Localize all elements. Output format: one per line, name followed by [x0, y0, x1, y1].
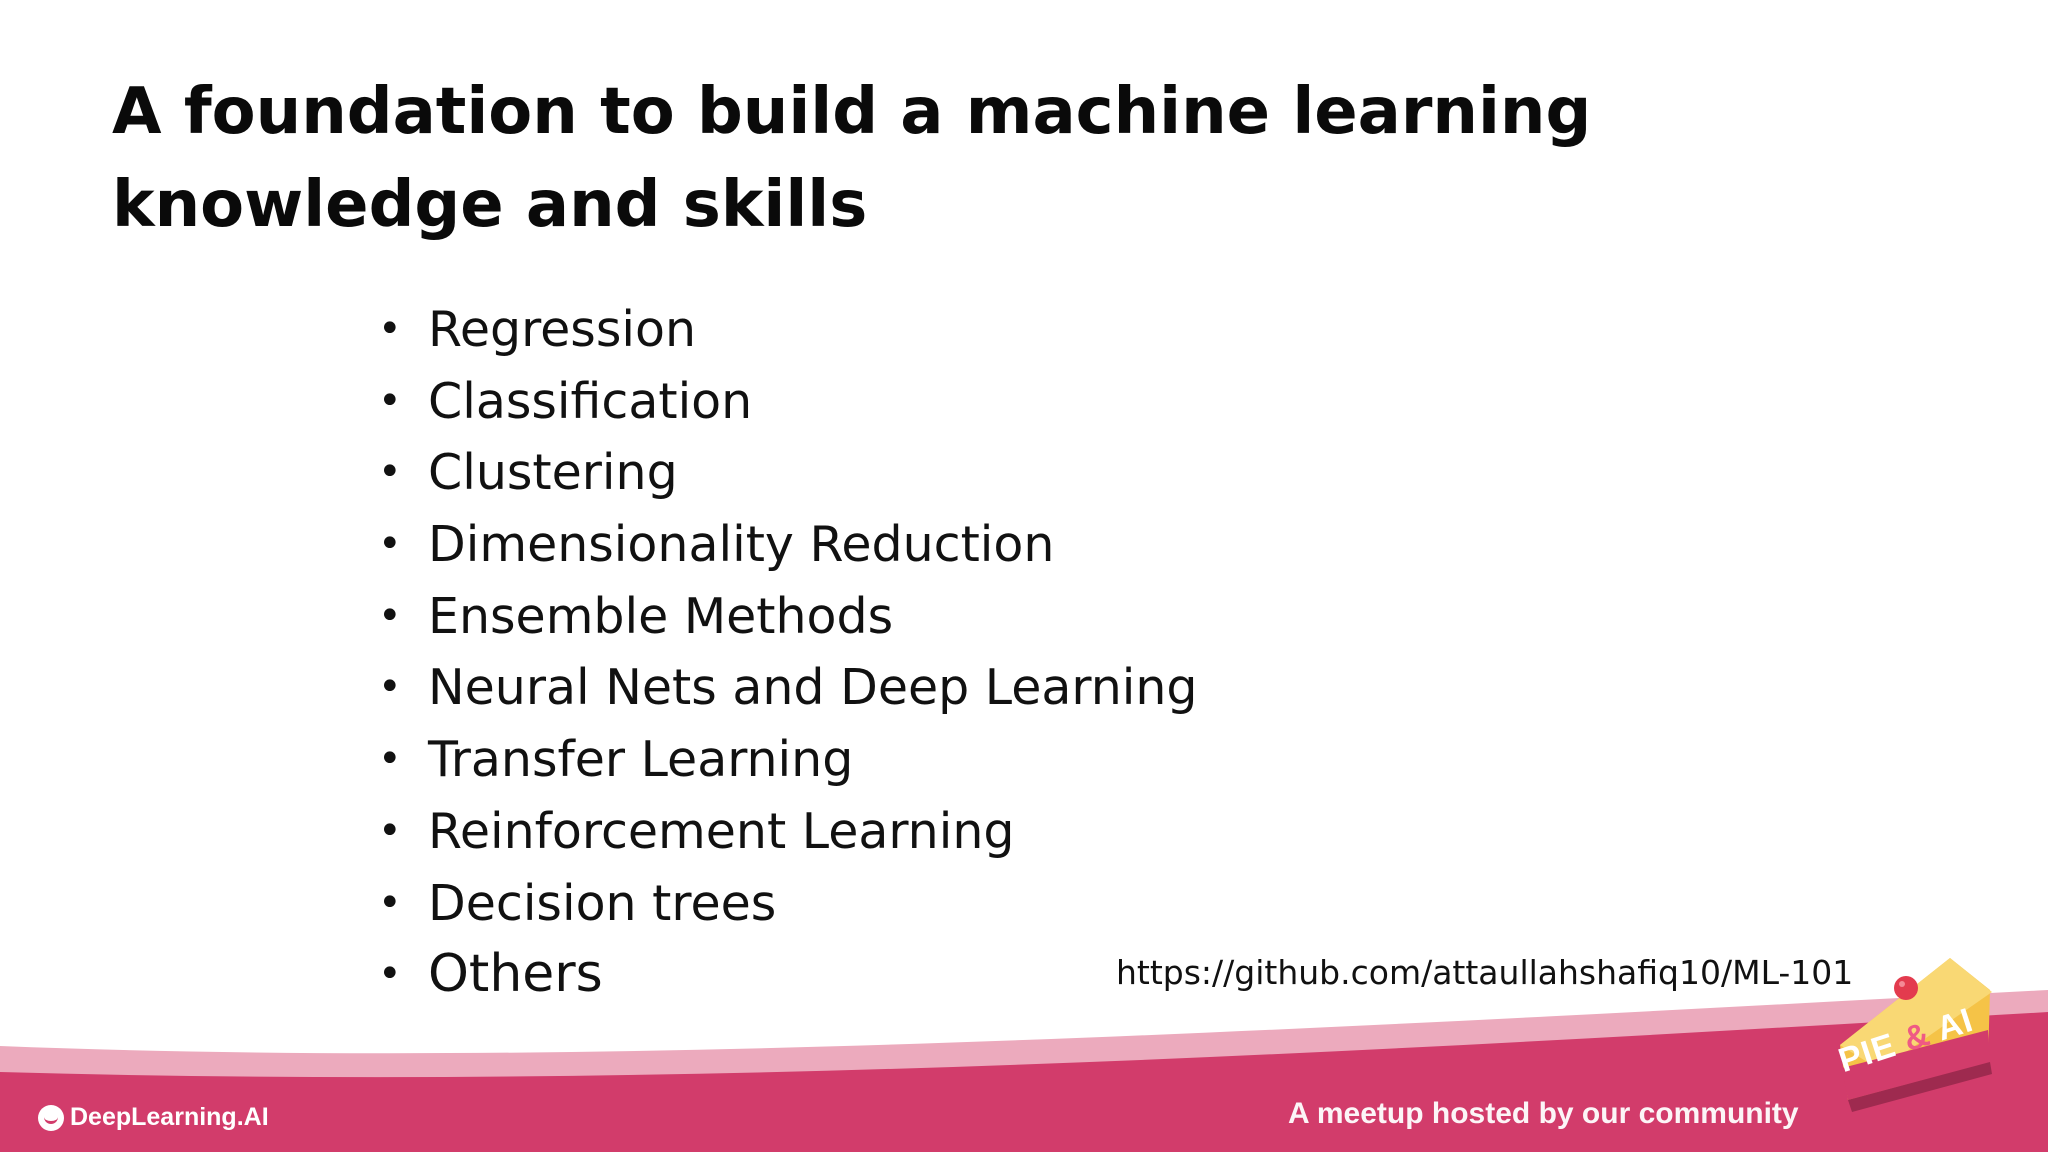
list-item: • Ensemble Methods: [378, 581, 1198, 653]
bullet-icon: •: [378, 736, 402, 783]
bullet-icon: •: [378, 449, 402, 496]
list-item-label: Reinforcement Learning: [428, 802, 1015, 860]
pie-slice-icon: [1840, 958, 1992, 1112]
deeplearning-ai-logo: DeepLearning.AI: [38, 1103, 269, 1132]
bullet-icon: •: [378, 306, 402, 352]
list-item-label: Others: [428, 944, 603, 1005]
list-item: • Dimensionality Reduction: [378, 509, 1198, 581]
list-item: • Decision trees: [378, 868, 1198, 940]
list-item: • Regression: [378, 294, 1198, 366]
list-item-label: Dimensionality Reduction: [428, 516, 1055, 574]
list-item: • Classification: [378, 366, 1198, 438]
list-item-label: Classification: [428, 372, 753, 430]
bullet-icon: •: [378, 592, 402, 639]
bullet-icon: •: [378, 521, 402, 568]
list-item: • Clustering: [378, 437, 1198, 509]
topic-list: •Regression •Classification •Clustering …: [378, 294, 1198, 1011]
list-item-label: Regression: [428, 301, 697, 358]
list-item: • Reinforcement Learning: [378, 796, 1198, 868]
bullet-icon: •: [378, 879, 402, 926]
list-item-label: Transfer Learning: [428, 731, 854, 789]
slide-title: A foundation to build a machine learning…: [112, 66, 1612, 252]
list-item-label: Neural Nets and Deep Learning: [428, 659, 1198, 717]
list-item: • Transfer Learning: [378, 724, 1198, 796]
list-item-label: Ensemble Methods: [428, 587, 894, 645]
bullet-icon: •: [378, 951, 402, 998]
list-item: • Neural Nets and Deep Learning: [378, 652, 1198, 724]
footer-tagline: A meetup hosted by our community: [1288, 1097, 1799, 1130]
title-line-2: knowledge and skills: [112, 168, 868, 242]
bullet-icon: •: [378, 807, 402, 854]
brand-name: DeepLearning.AI: [70, 1103, 269, 1131]
list-item: • Others: [378, 939, 1198, 1011]
github-url-link[interactable]: https://github.com/attaullahshafiq10/ML-…: [1116, 953, 1854, 992]
bullet-icon: •: [378, 664, 402, 711]
title-line-1: A foundation to build a machine learning: [112, 75, 1592, 149]
smile-logo-icon: [38, 1104, 64, 1131]
list-item-label: Clustering: [428, 444, 678, 502]
list-item-label: Decision trees: [428, 874, 777, 932]
bullet-icon: •: [378, 377, 402, 424]
